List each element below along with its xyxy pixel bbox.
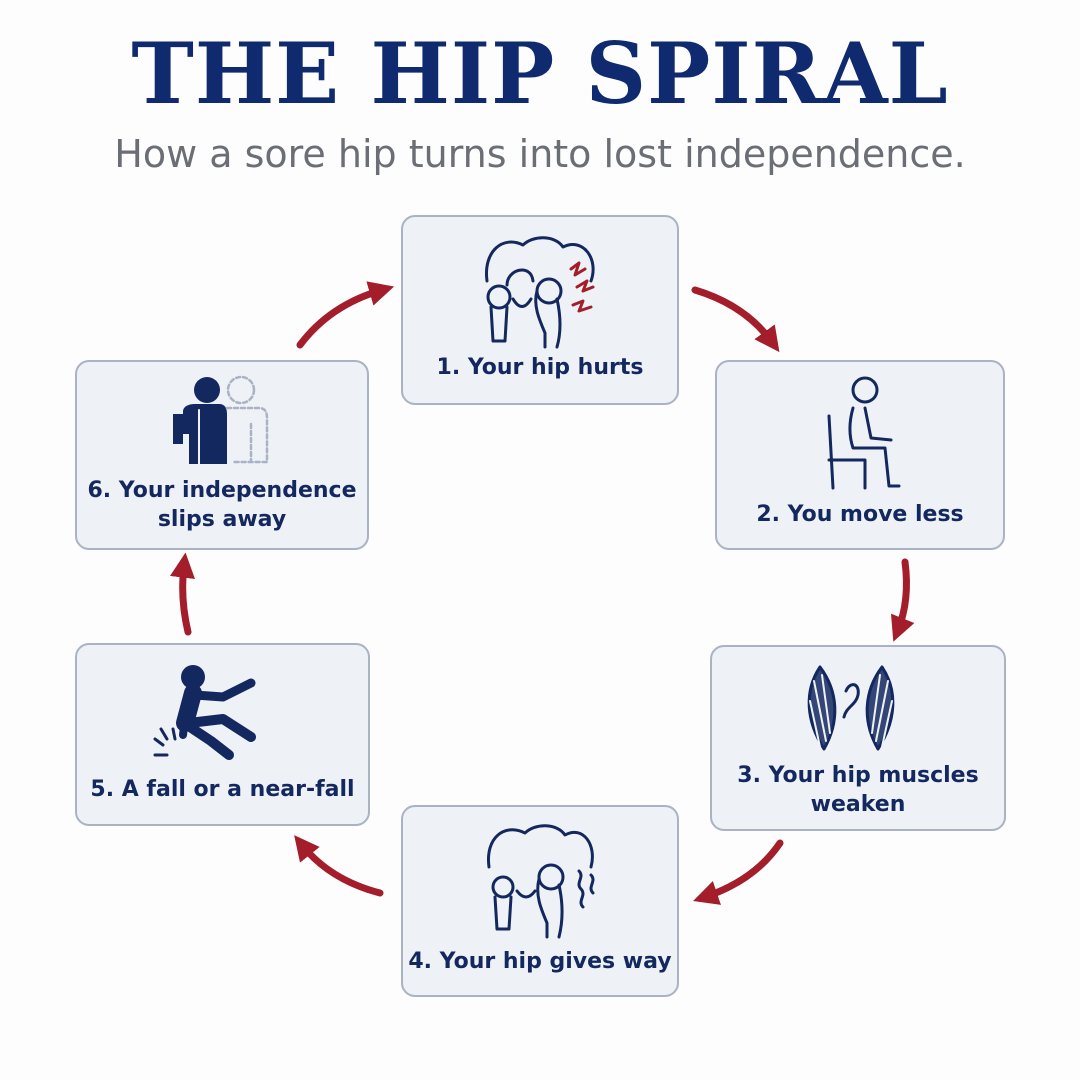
arrow-step1-to-step2 — [691, 286, 780, 353]
page-subtitle: How a sore hip turns into lost independe… — [114, 132, 966, 176]
arrow-step3-to-step4 — [693, 839, 784, 905]
arrow-step4-to-step5 — [294, 835, 384, 897]
arrow-step6-to-step1 — [296, 281, 395, 349]
step-4-card: 4. Your hip gives way — [401, 805, 679, 997]
step-5-card: 5. A fall or a near-fall — [75, 643, 370, 826]
seated-person-icon — [827, 376, 901, 490]
weak-muscles-icon — [807, 665, 895, 751]
step-6-card: 6. Your independence slips away — [75, 360, 369, 550]
fading-person-icon — [173, 375, 269, 465]
page-title: THE HIP SPIRAL — [131, 24, 949, 123]
step-6-label: 6. Your independence slips away — [87, 478, 357, 532]
step-1-card: 1. Your hip hurts — [401, 215, 679, 405]
step-4-label: 4. Your hip gives way — [408, 949, 672, 974]
step-2-label: 2. You move less — [756, 502, 964, 527]
step-5-label: 5. A fall or a near-fall — [90, 777, 355, 802]
arrow-step2-to-step3 — [890, 558, 915, 642]
step-3-card: 3. Your hip muscles weaken — [710, 645, 1006, 831]
step-1-label: 1. Your hip hurts — [436, 355, 644, 380]
painful-hip-joint-icon — [485, 236, 595, 349]
falling-person-icon — [153, 665, 256, 760]
step-2-card: 2. You move less — [715, 360, 1005, 550]
unstable-hip-joint-icon — [487, 824, 595, 939]
arrow-step5-to-step6 — [169, 552, 195, 636]
step-3-label: 3. Your hip muscles weaken — [737, 763, 979, 817]
